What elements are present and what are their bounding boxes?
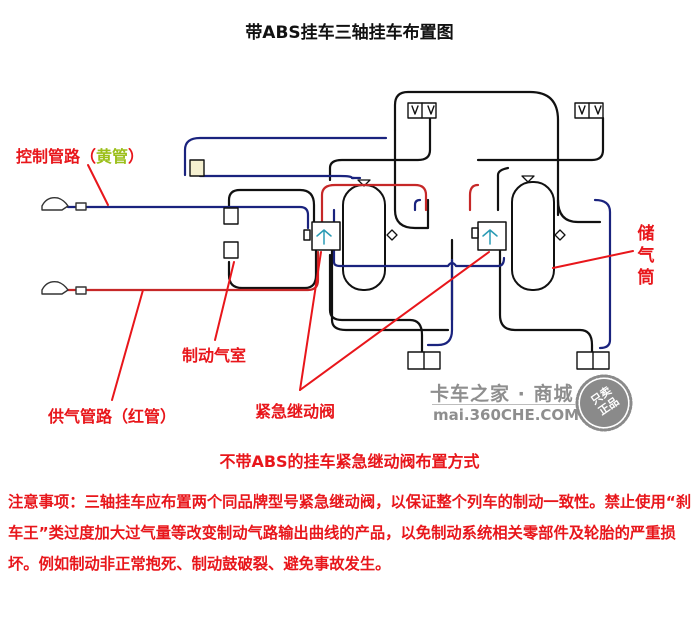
label-emergency-relay-valve: 紧急继动阀 <box>255 402 336 421</box>
leader-reservoir <box>552 250 634 269</box>
watermark-url: mai.360CHE.COM <box>433 406 580 424</box>
notes-paragraph: 注意事项：三轴挂车应布置两个同品牌型号紧急继动阀，以保证整个列车的制动一致性。禁… <box>8 493 692 573</box>
emergency-relay-valve-left <box>311 221 341 251</box>
diagram-title: 带ABS挂车三轴挂车布置图 <box>245 23 454 43</box>
leader-relay-left <box>299 251 322 391</box>
brake-chambers <box>189 102 610 370</box>
couplers <box>41 196 87 295</box>
authentic-badge <box>575 374 633 432</box>
pipe-top-loop <box>393 90 602 224</box>
relay-valves <box>303 221 507 251</box>
leader-brake-chamber <box>214 261 235 341</box>
label-air-reservoir: 储气筒 <box>637 224 655 288</box>
control-gladhand <box>41 196 69 211</box>
emergency-relay-valve-right <box>477 221 507 251</box>
air-reservoirs <box>342 175 566 291</box>
watermark-divider <box>432 404 576 405</box>
watermark-name: 卡车之家 · 商城 <box>430 383 574 405</box>
leader-control-line <box>87 164 109 206</box>
label-supply-line: 供气管路（红管） <box>48 407 177 426</box>
label-control-line: 控制管路（黄管） <box>16 147 145 166</box>
control-line-blue <box>66 136 612 350</box>
leader-relay-right <box>299 251 490 391</box>
chamber-front-left-1 <box>223 207 239 225</box>
chamber-front-left-2 <box>223 241 239 259</box>
leader-supply-line <box>111 289 144 401</box>
label-control-line-color: 黄管 <box>96 147 129 166</box>
supply-gladhand <box>41 280 69 295</box>
pipe-front-loop <box>227 188 316 230</box>
subtitle: 不带ABS的挂车紧急继动阀布置方式 <box>219 452 480 471</box>
control-valve-yellow <box>189 159 205 177</box>
reservoir-left <box>342 184 386 291</box>
label-brake-chamber: 制动气室 <box>182 346 247 365</box>
annotation-leaders <box>87 164 634 401</box>
reservoir-right <box>511 181 555 291</box>
